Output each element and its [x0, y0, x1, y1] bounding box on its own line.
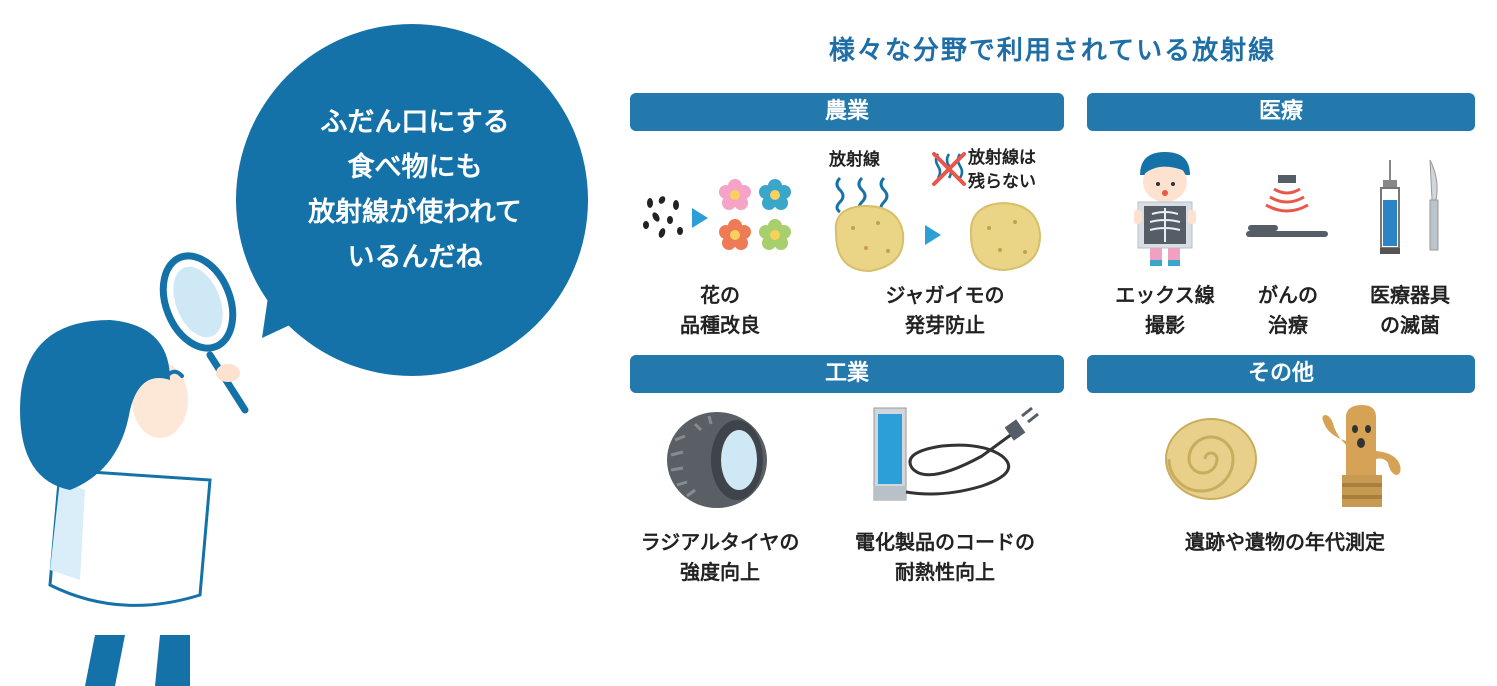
category-other: その他 [1087, 355, 1475, 393]
cord-label: 電化製品のコードの 耐熱性向上 [855, 530, 1035, 584]
character-illustration [20, 252, 249, 686]
medical-instruments-icon [1380, 159, 1439, 254]
speech-bubble [236, 24, 588, 376]
no-radiation-icon [932, 152, 966, 186]
speech-text: ふだん口にする 食べ物にも 放射線が使われて いるんだね [255, 100, 575, 280]
potato-icon [969, 201, 1042, 272]
radiotherapy-icon [1246, 175, 1328, 237]
main-title: 様々な分野で利用されている放射線 [828, 36, 1277, 66]
speech-line: いるんだね [347, 242, 483, 273]
sterilize-label: 医療器具 の滅菌 [1370, 283, 1450, 337]
speech-line: ふだん口にする [320, 107, 510, 138]
tire-label: ラジアルタイヤの 強度向上 [640, 530, 800, 584]
xray-patient-icon [1134, 152, 1196, 266]
potato-label: ジャガイモの 発芽防止 [885, 283, 1005, 337]
category-industry: 工業 [630, 355, 1064, 393]
potato-icon [834, 204, 905, 273]
tire-icon [667, 412, 767, 508]
flower-label: 花の 品種改良 [680, 283, 760, 337]
arrow-right-icon [925, 225, 941, 245]
speech-line: 放射線が使われて [308, 197, 522, 228]
category-agriculture: 農業 [630, 93, 1064, 131]
haniwa-figure-icon [1322, 405, 1401, 507]
category-medical: 医療 [1087, 93, 1475, 131]
dating-label: 遺跡や遺物の年代測定 [1185, 530, 1385, 554]
xray-label: エックス線 撮影 [1115, 283, 1215, 337]
radiation-label: 放射線 [829, 150, 880, 170]
appliance-cord-icon [873, 406, 1039, 501]
speech-line: 食べ物にも [347, 152, 483, 183]
ammonite-fossil-icon [1165, 418, 1257, 500]
cancer-label: がんの 治療 [1258, 283, 1318, 337]
flowers-icon [719, 179, 791, 250]
arrow-right-icon [692, 208, 708, 228]
magnifier-icon [159, 252, 237, 352]
seeds-icon [643, 196, 683, 238]
no-residue-label: 放射線は 残らない [968, 148, 1036, 192]
